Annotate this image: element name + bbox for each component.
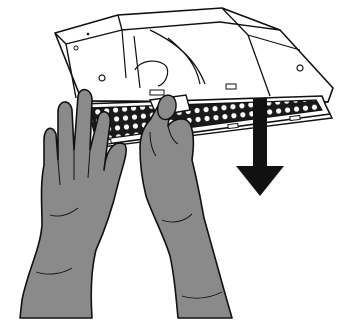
grease-filter: [80, 96, 332, 148]
left-hand: [20, 90, 126, 318]
hood-housing: [55, 8, 333, 102]
